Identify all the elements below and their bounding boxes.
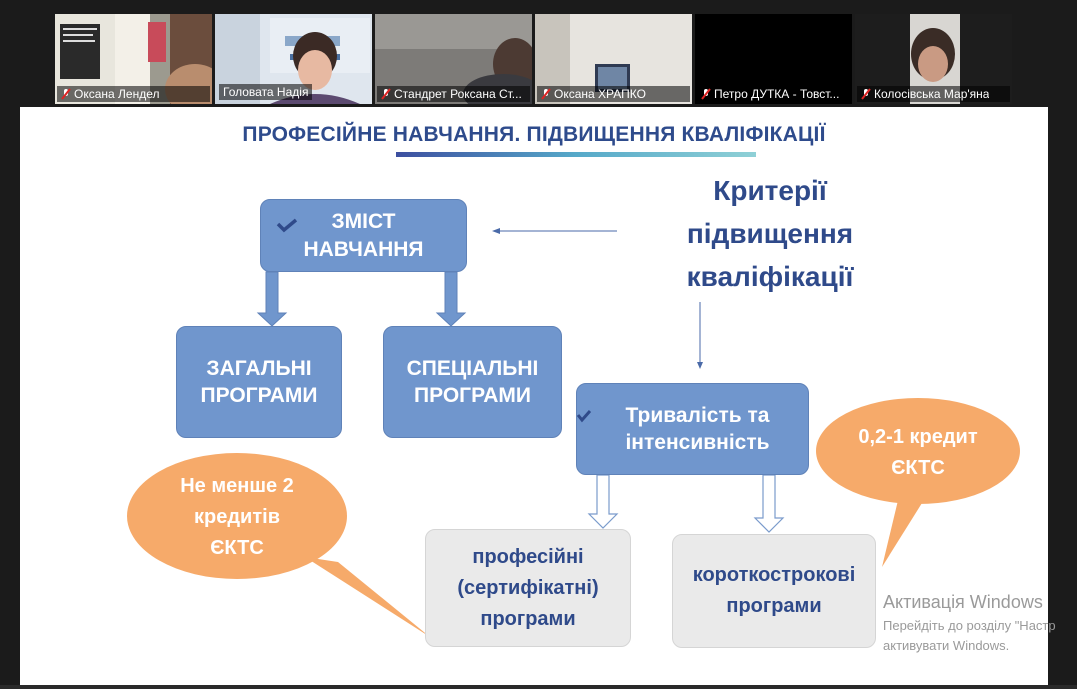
professional-certificate-programs-box: професійні (сертифікатні) програми [425, 529, 631, 647]
taskbar-edge [0, 685, 1077, 689]
checkmark-icon [276, 218, 298, 233]
callout-right-text: 0,2-1 кредит ЄКТС [858, 426, 978, 479]
arrow-down-icon [256, 271, 288, 327]
mic-muted-icon [541, 88, 551, 100]
diagram-connectors [127, 228, 1020, 637]
participant-tile[interactable]: Оксана ХРАПКО [535, 14, 692, 104]
shared-slide: ПРОФЕСІЙНЕ НАВЧАННЯ. ПІДВИЩЕННЯ КВАЛІФІК… [20, 107, 1048, 685]
checkmark-icon [576, 410, 592, 423]
slide-title: ПРОФЕСІЙНЕ НАВЧАННЯ. ПІДВИЩЕННЯ КВАЛІФІК… [242, 123, 826, 146]
participant-tile[interactable]: Стандрет Роксана Ст... [375, 14, 532, 104]
mic-muted-icon [861, 88, 871, 100]
participant-name: Головата Надія [223, 85, 309, 99]
criteria-heading: Критерії підвищення кваліфікації [686, 175, 854, 292]
content-of-training-box: ЗМІСТ НАВЧАННЯ [260, 199, 467, 272]
general-programs-box: ЗАГАЛЬНІ ПРОГРАМИ [176, 326, 342, 438]
participant-name: Оксана Лендел [74, 87, 160, 101]
participant-name: Оксана ХРАПКО [554, 87, 646, 101]
participant-tile[interactable]: Оксана Лендел [55, 14, 212, 104]
windows-activation-hint: Перейдіть до розділу "Настр активувати W… [883, 618, 1056, 653]
windows-activation-title: Активація Windows [883, 592, 1043, 612]
participant-tile[interactable]: Колосівська Мар'яна [855, 14, 1012, 104]
arrow-down-icon [697, 302, 703, 369]
participant-name: Петро ДУТКА - Товст... [714, 87, 840, 101]
participant-strip: Оксана Лендел Головата Надія Стандрет [0, 0, 1077, 107]
title-underline [396, 152, 756, 157]
participant-name: Стандрет Роксана Ст... [394, 87, 522, 101]
participant-tile[interactable]: Петро ДУТКА - Товст... [695, 14, 852, 104]
participant-name: Колосівська Мар'яна [874, 87, 990, 101]
mic-muted-icon [61, 88, 71, 100]
arrow-down-icon [435, 271, 467, 327]
arrow-left-icon [492, 228, 617, 234]
arrow-down-icon [753, 474, 785, 533]
arrow-down-icon [587, 474, 619, 529]
special-programs-box: СПЕЦІАЛЬНІ ПРОГРАМИ [383, 326, 562, 438]
mic-muted-icon [701, 88, 711, 100]
participant-tile-active[interactable]: Головата Надія [215, 14, 372, 104]
callout-right-shape [816, 398, 1020, 567]
mic-muted-icon [381, 88, 391, 100]
duration-intensity-box: Тривалість та інтенсивність [576, 383, 809, 475]
callout-left-text: Не менше 2 кредитів ЄКТС [180, 475, 294, 559]
short-term-programs-box: короткострокові програми [672, 534, 876, 648]
callout-left-shape [127, 453, 430, 637]
